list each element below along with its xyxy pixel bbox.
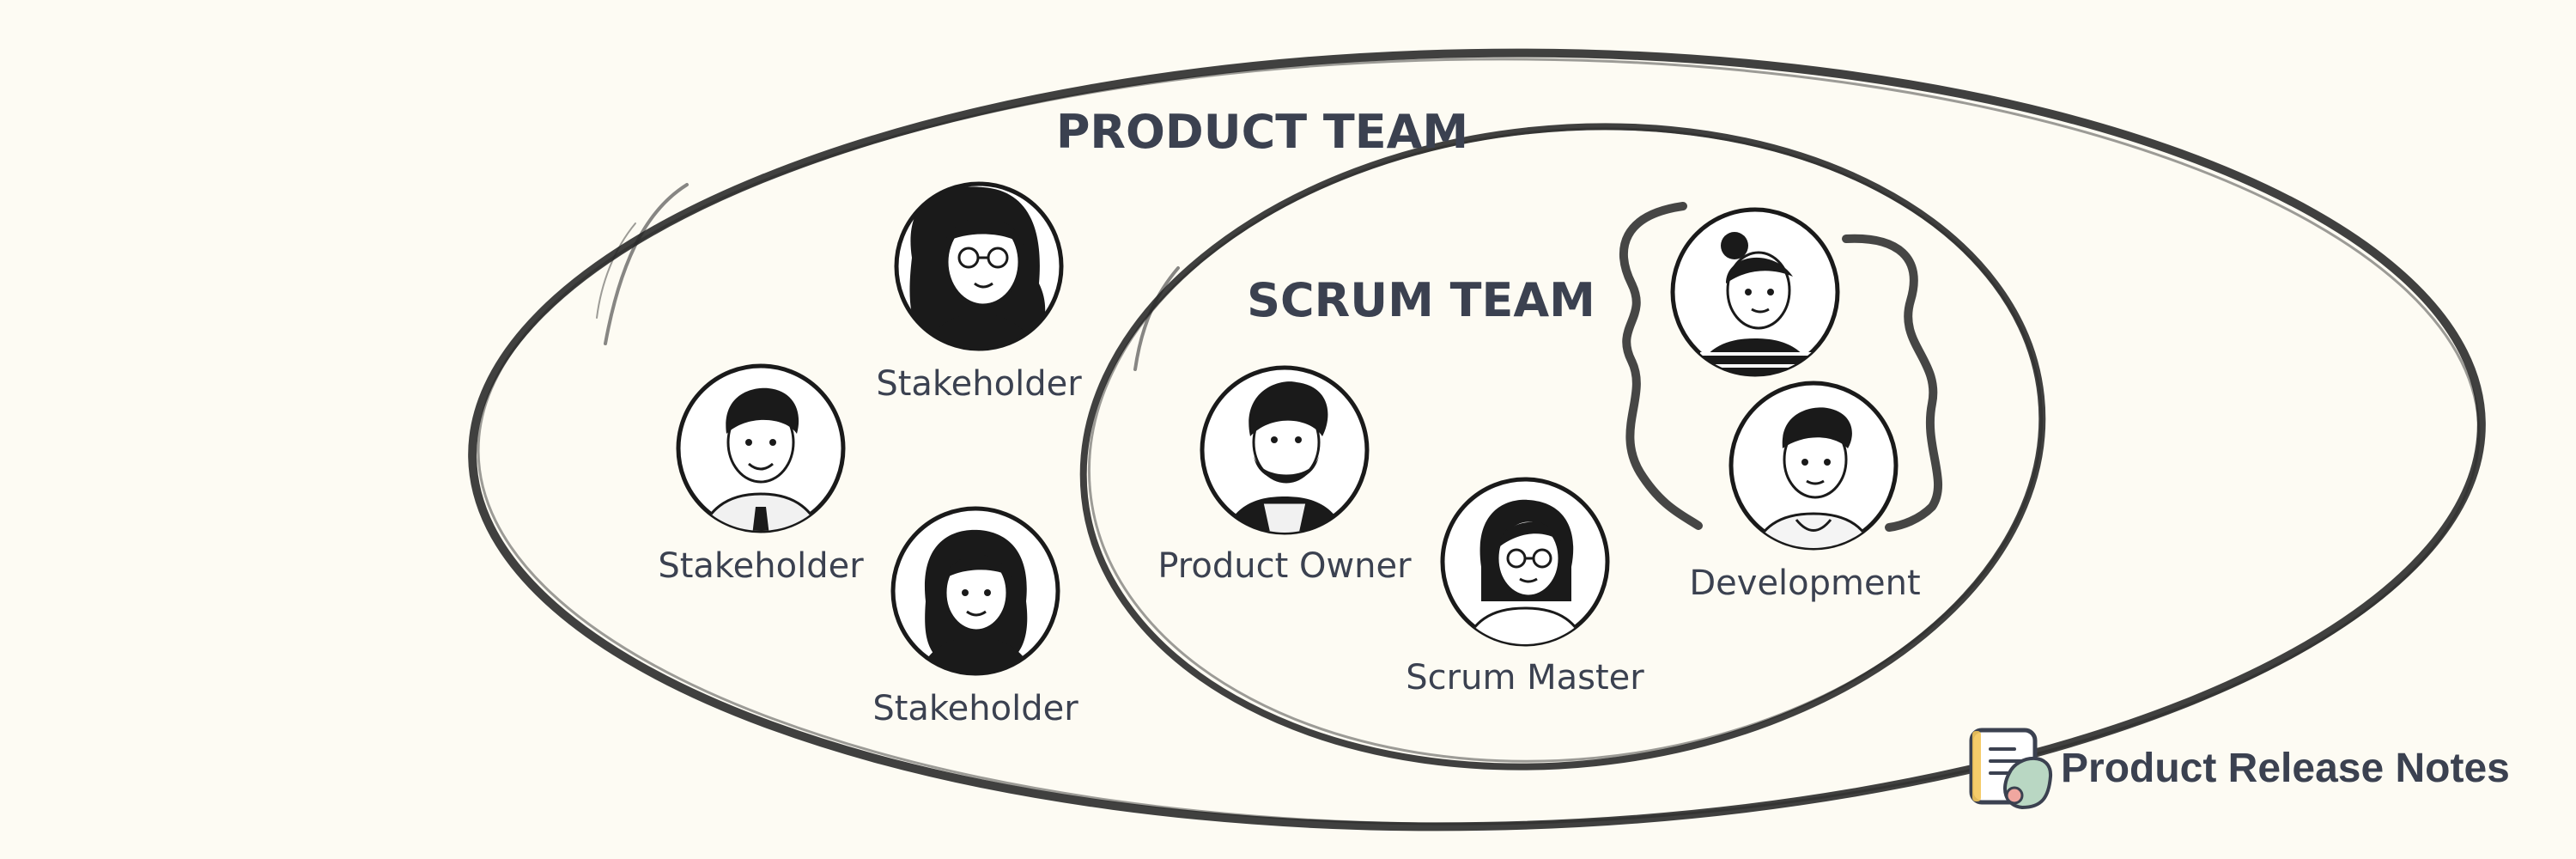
stakeholder-left: Stakeholder — [658, 363, 864, 586]
man-shirt-tie-avatar — [676, 363, 846, 533]
scrum-master-label: Scrum Master — [1406, 658, 1644, 698]
stakeholder-top: Stakeholder — [876, 181, 1082, 404]
scrum-team-title: SCRUM TEAM — [1247, 273, 1595, 327]
development-label: Development — [1689, 564, 1920, 603]
scrum-master: Scrum Master — [1406, 477, 1644, 698]
product-owner-label: Product Owner — [1157, 546, 1412, 586]
developers-pair-avatar — [1619, 202, 1943, 551]
brand-name: Product Release Notes — [2061, 746, 2510, 791]
stakeholder-label: Stakeholder — [872, 689, 1078, 728]
product-team-title: PRODUCT TEAM — [1056, 105, 1468, 159]
release-notes-logo-icon — [1969, 728, 2053, 810]
brand: Product Release Notes — [1969, 728, 2510, 810]
woman-glasses-bob-avatar — [1440, 477, 1610, 647]
woman-long-hair-avatar — [890, 506, 1060, 676]
product-owner: Product Owner — [1157, 365, 1412, 586]
stakeholder-bottom: Stakeholder — [872, 506, 1078, 728]
bearded-man-avatar — [1200, 365, 1370, 535]
scrum-team-boundary — [1079, 123, 2046, 771]
stakeholder-label: Stakeholder — [876, 364, 1082, 404]
development: Development — [1619, 202, 1943, 603]
product-team-boundary — [468, 48, 2486, 832]
woman-glasses-curly-hair-avatar — [894, 181, 1064, 351]
stakeholder-label: Stakeholder — [658, 546, 864, 586]
